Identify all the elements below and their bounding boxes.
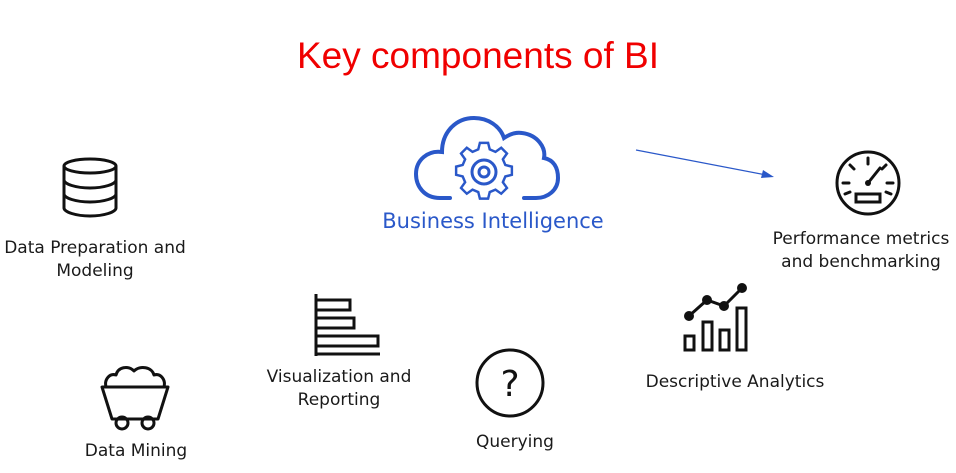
question-mark-icon: ? <box>475 348 545 418</box>
component-label-visualization: Visualization and Reporting <box>266 367 412 410</box>
bar-chart-icon <box>314 294 380 356</box>
svg-text:?: ? <box>500 364 519 405</box>
center-label: Business Intelligence <box>382 209 604 233</box>
component-label-data-mining: Data Mining <box>84 441 188 461</box>
component-label-descriptive-analytics: Descriptive Analytics <box>645 372 825 392</box>
database-icon <box>62 157 118 218</box>
arrow-icon <box>635 149 774 178</box>
component-label-querying: Querying <box>476 432 554 452</box>
analytics-chart-icon <box>683 283 748 352</box>
component-label-data-preparation: Data Preparation and Modeling <box>4 238 186 281</box>
mine-cart-icon <box>100 366 170 431</box>
component-label-performance-metrics: Performance metrics and benchmarking <box>772 229 950 272</box>
cloud-gear-icon <box>413 115 561 200</box>
diagram-title: Key components of BI <box>297 35 659 76</box>
speedometer-icon <box>835 150 901 216</box>
